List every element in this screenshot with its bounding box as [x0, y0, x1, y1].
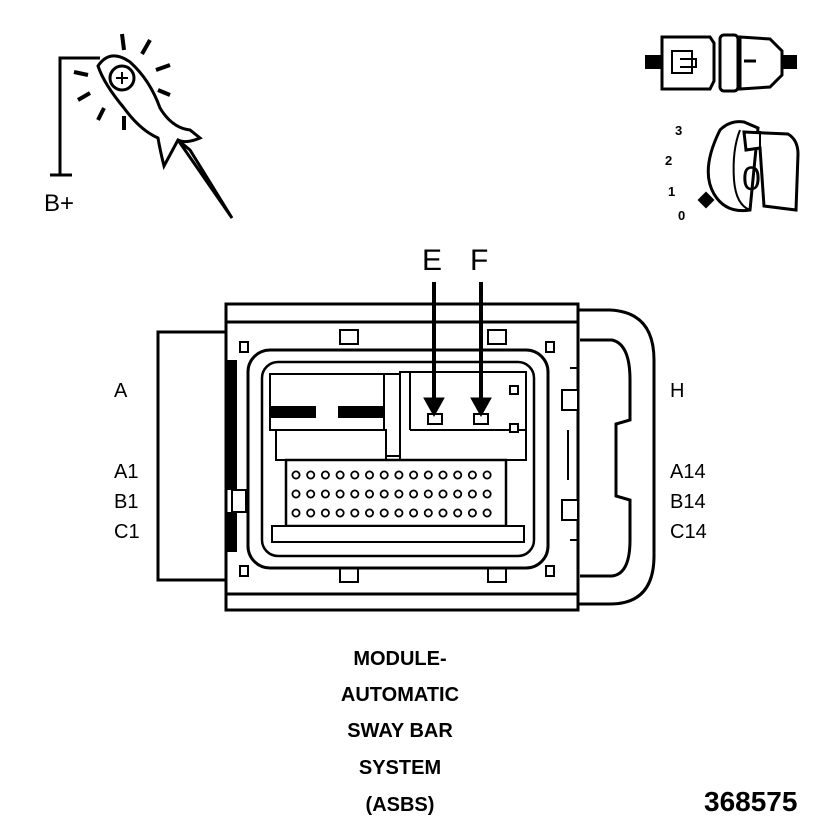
ignition-key-label: 0	[742, 160, 761, 198]
row-label-c14: C14	[670, 521, 707, 543]
ignition-position-3: 3	[675, 123, 683, 138]
connector-pin	[409, 489, 419, 499]
connector-pin	[467, 508, 477, 518]
connector-pin	[394, 470, 404, 480]
ignition-position-0: 0	[678, 208, 686, 223]
connector-pin	[306, 470, 316, 480]
connector-pin	[482, 470, 492, 480]
row-label-a1: A1	[114, 461, 139, 483]
connector-pin	[467, 489, 477, 499]
ignition-position-2: 2	[665, 153, 673, 168]
connector-pin	[364, 508, 374, 518]
caption-line-4: SYSTEM	[358, 757, 442, 779]
caption-line-5: (ASBS)	[365, 794, 435, 816]
row-label-a: A	[114, 380, 128, 402]
connector-pin	[379, 508, 389, 518]
terminal-f-label: F	[470, 244, 489, 277]
connector-disconnect-icon	[645, 33, 797, 93]
row-label-c1: C1	[114, 521, 140, 543]
test-light-probe-icon	[50, 33, 234, 219]
connector-pin	[379, 470, 389, 480]
connector-pin	[291, 489, 301, 499]
caption-line-1: MODULE-	[353, 648, 447, 670]
connector-pin	[438, 470, 448, 480]
connector-pin	[350, 489, 360, 499]
figure-number: 368575	[704, 786, 798, 817]
connector-pin	[423, 489, 433, 499]
connector-pin	[291, 508, 301, 518]
connector-pin	[423, 508, 433, 518]
connector-pin	[320, 508, 330, 518]
ignition-key-icon	[697, 120, 800, 213]
connector-pin	[482, 508, 492, 518]
caption-line-3: SWAY BAR	[347, 720, 453, 742]
connector-pin	[350, 508, 360, 518]
connector-pin	[335, 508, 345, 518]
row-label-h: H	[670, 380, 685, 402]
connector-pin	[335, 470, 345, 480]
connector-pin	[423, 470, 433, 480]
connector-pin	[394, 489, 404, 499]
caption-line-2: AUTOMATIC	[340, 684, 460, 706]
connector-pin	[306, 489, 316, 499]
connector-pin	[379, 489, 389, 499]
connector-pin	[394, 508, 404, 518]
row-label-b1: B1	[114, 491, 139, 513]
row-label-b14: B14	[670, 491, 706, 513]
connector-pin	[364, 470, 374, 480]
connector-pin	[453, 489, 463, 499]
connector-pin	[438, 508, 448, 518]
ignition-position-1: 1	[668, 184, 676, 199]
pin-field	[291, 470, 492, 518]
connector-pin	[320, 470, 330, 480]
connector-pin	[467, 470, 477, 480]
connector-pin	[438, 489, 448, 499]
connector-pin	[291, 470, 301, 480]
connector-pin	[482, 489, 492, 499]
terminal-e-label: E	[422, 244, 443, 277]
connector-pin	[409, 508, 419, 518]
connector-pin	[335, 489, 345, 499]
connector-pin	[453, 470, 463, 480]
connector-pin	[320, 489, 330, 499]
supply-voltage-label: B+	[44, 190, 75, 217]
connector-pin	[409, 470, 419, 480]
connector-pin	[453, 508, 463, 518]
connector-pin	[350, 470, 360, 480]
connector-pin	[364, 489, 374, 499]
connector-pin	[306, 508, 316, 518]
row-label-a14: A14	[670, 461, 706, 483]
